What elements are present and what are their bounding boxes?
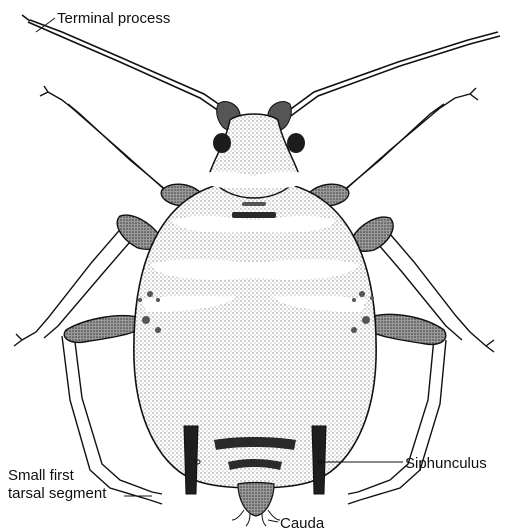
right-antenna bbox=[284, 32, 500, 118]
label-cauda: Cauda bbox=[280, 515, 324, 532]
left-siphunculus bbox=[184, 426, 198, 494]
label-terminal-process: Terminal process bbox=[57, 10, 170, 27]
right-eye bbox=[287, 133, 305, 153]
label-tarsal-segment: tarsal segment bbox=[8, 485, 106, 502]
left-antenna bbox=[22, 15, 236, 120]
front-right-leg bbox=[309, 88, 478, 206]
front-left-leg bbox=[40, 86, 201, 206]
label-small-first: Small first bbox=[8, 467, 74, 484]
left-eye bbox=[213, 133, 231, 153]
label-siphunculus: Siphunculus bbox=[405, 455, 487, 472]
leader-cauda bbox=[268, 520, 278, 522]
